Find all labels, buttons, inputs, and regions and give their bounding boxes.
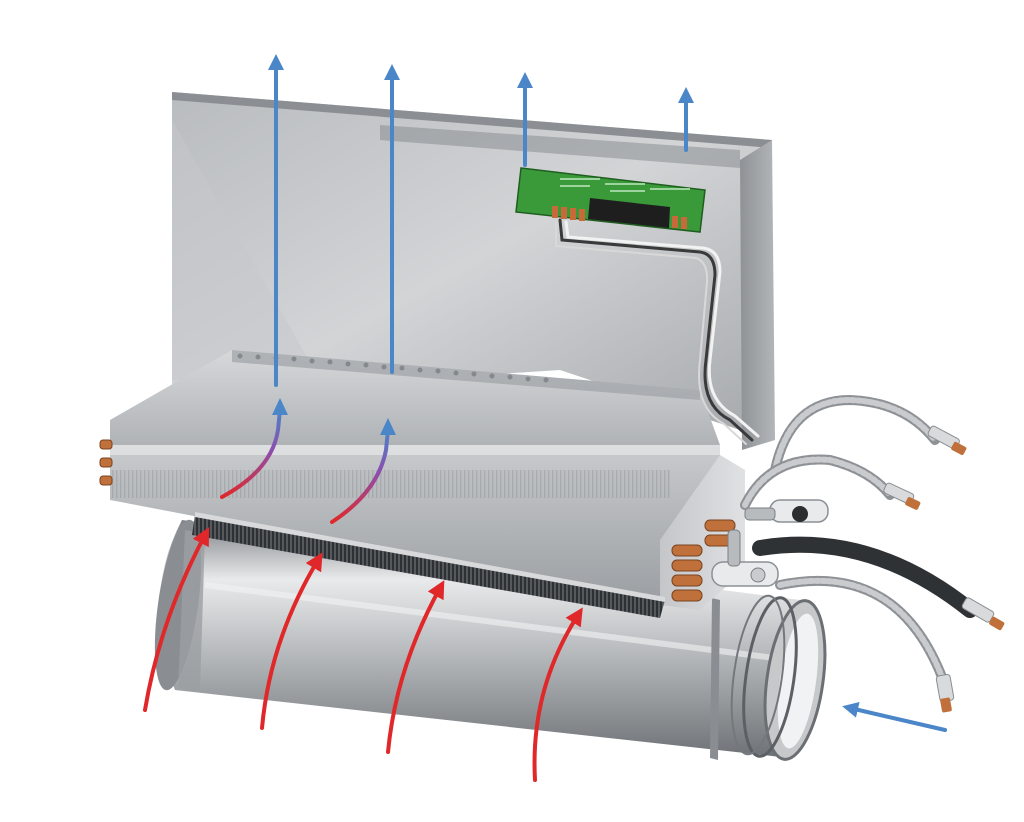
sheet-metal-housing	[110, 92, 775, 450]
fin-block	[192, 512, 665, 618]
mixing-air-arrows	[220, 398, 396, 524]
valve-lower	[711, 529, 779, 587]
inflow-arrow-3	[386, 580, 445, 754]
inflow-arrow-4	[532, 607, 583, 782]
circular-air-duct	[154, 519, 827, 761]
perforation-holes	[237, 353, 549, 383]
mixing-arrow-2	[330, 428, 390, 524]
valve-upper	[744, 499, 829, 523]
inflow-arrow-1	[143, 527, 210, 712]
inflow-arrow-2	[260, 552, 323, 730]
wiring-harness	[555, 218, 760, 445]
cold-air-upward-arrows	[268, 54, 694, 387]
mixing-arrow-1	[220, 408, 282, 499]
duct-inflow-arrow	[842, 702, 947, 732]
flexible-connection-hoses	[740, 394, 978, 690]
hose-copper-fittings	[883, 425, 1005, 713]
control-valves	[711, 499, 829, 587]
control-circuit-board	[515, 167, 706, 233]
warm-air-inflow-arrows	[143, 527, 583, 782]
